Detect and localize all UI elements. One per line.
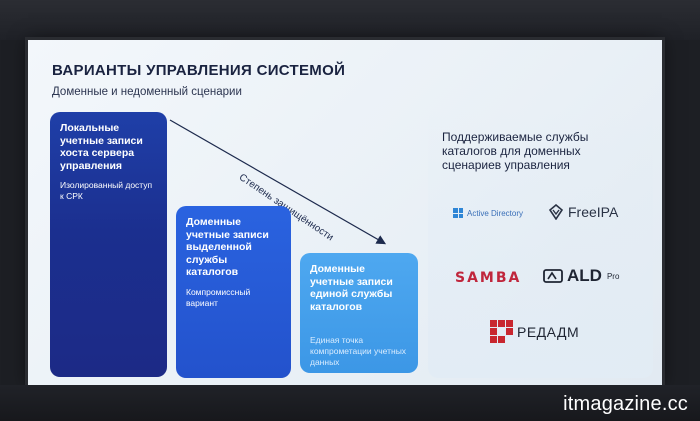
supported-services-title: Поддерживаемые службы каталогов для доме…: [442, 130, 589, 172]
room-background-top: [0, 0, 700, 40]
ald-label: ALD: [567, 266, 602, 285]
card-heading: Локальные учетные записи хоста сервера у…: [60, 122, 143, 172]
supported-services-panel: [428, 110, 653, 378]
card-note: Единая точка компрометации учетных данны…: [310, 335, 407, 367]
redadm-icon: [490, 320, 513, 343]
card-heading: Доменные учетные записи выделенной служб…: [186, 216, 269, 278]
slide-title: ВАРИАНТЫ УПРАВЛЕНИЯ СИСТЕМОЙ: [52, 62, 346, 79]
ald-pro-logo: ALD Pro: [543, 266, 619, 286]
redadm-label: РЕДАДМ: [517, 323, 580, 340]
freeipa-label: FreeIPA: [568, 204, 619, 220]
samba-label: SAMBA: [455, 270, 522, 286]
ald-icon: [543, 269, 563, 283]
card-dedicated-directory: Доменные учетные записи выделенной служб…: [176, 206, 291, 378]
redadm-logo: РЕДАДМ: [490, 320, 579, 343]
active-directory-label: Active Directory: [467, 208, 524, 218]
card-heading: Доменные учетные записи единой службы ка…: [310, 263, 393, 313]
watermark: itmagazine.cc: [563, 393, 688, 415]
freeipa-logo: FreeIPA: [548, 204, 618, 220]
slide-subtitle: Доменные и недоменный сценарии: [52, 86, 242, 98]
card-unified-directory: Доменные учетные записи единой службы ка…: [300, 253, 418, 373]
security-arrow: [169, 119, 387, 245]
card-local-accounts: Локальные учетные записи хоста сервера у…: [50, 112, 167, 377]
projection-screen: ВАРИАНТЫ УПРАВЛЕНИЯ СИСТЕМОЙ Доменные и …: [28, 40, 662, 385]
active-directory-logo: Active Directory: [453, 208, 523, 218]
card-note: Компромиссный вариант: [186, 286, 251, 308]
samba-logo: SAMBA: [455, 270, 521, 286]
windows-icon: [453, 208, 463, 218]
room-background-bottom: [0, 385, 700, 421]
freeipa-icon: [548, 204, 564, 220]
card-note: Изолированный доступ к СРК: [60, 180, 153, 201]
ald-pro-label: Pro: [606, 271, 620, 281]
